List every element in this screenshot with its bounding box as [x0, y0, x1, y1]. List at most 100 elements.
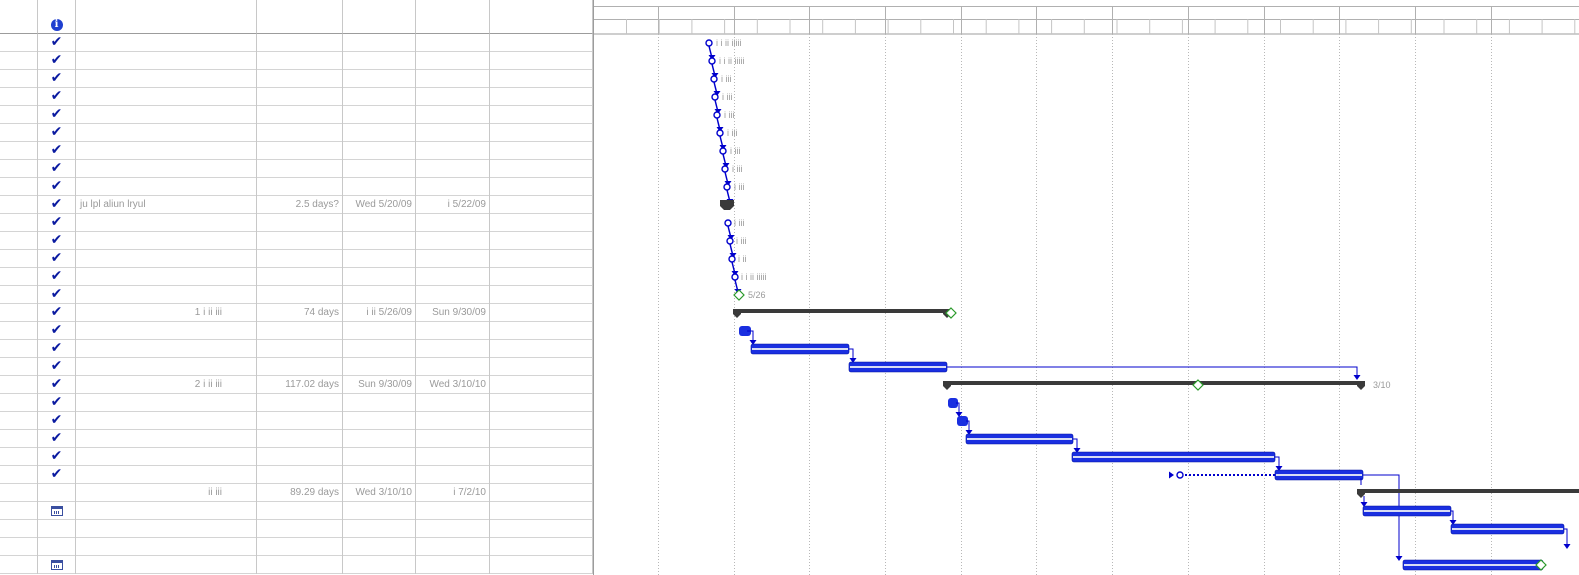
task-name-cell[interactable]: [76, 538, 257, 556]
task-name-cell[interactable]: [76, 358, 257, 376]
table-row[interactable]: ✔: [0, 142, 593, 160]
duration-cell[interactable]: 2.5 days?: [257, 196, 343, 214]
predecessors-cell[interactable]: [490, 556, 593, 574]
duration-cell[interactable]: [257, 358, 343, 376]
row-id-cell[interactable]: [0, 178, 38, 196]
task-name-cell[interactable]: [76, 124, 257, 142]
finish-cell[interactable]: [416, 430, 490, 448]
finish-cell[interactable]: [416, 232, 490, 250]
header-indicators[interactable]: i: [38, 0, 76, 34]
task-name-cell[interactable]: [76, 448, 257, 466]
row-id-cell[interactable]: [0, 106, 38, 124]
duration-cell[interactable]: [257, 124, 343, 142]
duration-cell[interactable]: [257, 214, 343, 232]
start-cell[interactable]: [343, 340, 416, 358]
duration-cell[interactable]: [257, 556, 343, 574]
table-row[interactable]: ✔: [0, 268, 593, 286]
finish-cell[interactable]: [416, 178, 490, 196]
row-id-cell[interactable]: [0, 34, 38, 52]
duration-cell[interactable]: [257, 322, 343, 340]
task-name-cell[interactable]: [76, 394, 257, 412]
start-cell[interactable]: [343, 448, 416, 466]
task-name-cell[interactable]: [76, 52, 257, 70]
task-name-cell[interactable]: 2 i ii iii: [76, 376, 257, 394]
predecessors-cell[interactable]: [490, 124, 593, 142]
row-id-cell[interactable]: [0, 448, 38, 466]
duration-cell[interactable]: [257, 178, 343, 196]
predecessors-cell[interactable]: [490, 466, 593, 484]
row-id-cell[interactable]: [0, 358, 38, 376]
table-row[interactable]: ✔: [0, 106, 593, 124]
predecessors-cell[interactable]: [490, 88, 593, 106]
predecessors-cell[interactable]: [490, 304, 593, 322]
table-row[interactable]: [0, 502, 593, 520]
start-cell[interactable]: [343, 214, 416, 232]
duration-cell[interactable]: [257, 250, 343, 268]
row-id-cell[interactable]: [0, 412, 38, 430]
predecessors-cell[interactable]: [490, 250, 593, 268]
finish-cell[interactable]: [416, 34, 490, 52]
predecessors-cell[interactable]: [490, 106, 593, 124]
row-id-cell[interactable]: [0, 304, 38, 322]
predecessors-cell[interactable]: [490, 142, 593, 160]
start-cell[interactable]: [343, 538, 416, 556]
task-name-cell[interactable]: [76, 250, 257, 268]
predecessors-cell[interactable]: [490, 70, 593, 88]
task-name-cell[interactable]: [76, 178, 257, 196]
finish-cell[interactable]: i 7/2/10: [416, 484, 490, 502]
start-cell[interactable]: [343, 250, 416, 268]
duration-cell[interactable]: [257, 412, 343, 430]
table-row[interactable]: [0, 538, 593, 556]
task-name-cell[interactable]: [76, 214, 257, 232]
start-cell[interactable]: [343, 106, 416, 124]
row-id-cell[interactable]: [0, 430, 38, 448]
start-cell[interactable]: [343, 34, 416, 52]
duration-cell[interactable]: [257, 70, 343, 88]
table-row[interactable]: ✔: [0, 322, 593, 340]
finish-cell[interactable]: [416, 52, 490, 70]
table-row[interactable]: ✔: [0, 214, 593, 232]
table-row[interactable]: [0, 556, 593, 574]
task-name-cell[interactable]: [76, 322, 257, 340]
finish-cell[interactable]: [416, 214, 490, 232]
predecessors-cell[interactable]: [490, 286, 593, 304]
predecessors-cell[interactable]: [490, 502, 593, 520]
start-cell[interactable]: [343, 124, 416, 142]
finish-cell[interactable]: i 5/22/09: [416, 196, 490, 214]
row-id-cell[interactable]: [0, 286, 38, 304]
predecessors-cell[interactable]: [490, 34, 593, 52]
finish-cell[interactable]: [416, 160, 490, 178]
predecessors-cell[interactable]: [490, 196, 593, 214]
row-id-cell[interactable]: [0, 160, 38, 178]
duration-cell[interactable]: [257, 394, 343, 412]
table-row[interactable]: ✔: [0, 250, 593, 268]
duration-cell[interactable]: [257, 520, 343, 538]
table-row[interactable]: ✔: [0, 124, 593, 142]
header-duration[interactable]: [257, 0, 343, 34]
header-finish[interactable]: [416, 0, 490, 34]
task-name-cell[interactable]: [76, 34, 257, 52]
start-cell[interactable]: [343, 430, 416, 448]
start-cell[interactable]: [343, 286, 416, 304]
predecessors-cell[interactable]: [490, 430, 593, 448]
start-cell[interactable]: Wed 5/20/09: [343, 196, 416, 214]
predecessors-cell[interactable]: [490, 232, 593, 250]
task-name-cell[interactable]: [76, 268, 257, 286]
start-cell[interactable]: [343, 520, 416, 538]
predecessors-cell[interactable]: [490, 268, 593, 286]
finish-cell[interactable]: [416, 268, 490, 286]
finish-cell[interactable]: [416, 394, 490, 412]
task-name-cell[interactable]: [76, 430, 257, 448]
duration-cell[interactable]: [257, 286, 343, 304]
finish-cell[interactable]: [416, 286, 490, 304]
row-id-cell[interactable]: [0, 466, 38, 484]
row-id-cell[interactable]: [0, 376, 38, 394]
task-name-cell[interactable]: [76, 232, 257, 250]
task-name-cell[interactable]: [76, 106, 257, 124]
start-cell[interactable]: Sun 9/30/09: [343, 376, 416, 394]
finish-cell[interactable]: [416, 250, 490, 268]
table-row[interactable]: ✔: [0, 466, 593, 484]
start-cell[interactable]: [343, 88, 416, 106]
